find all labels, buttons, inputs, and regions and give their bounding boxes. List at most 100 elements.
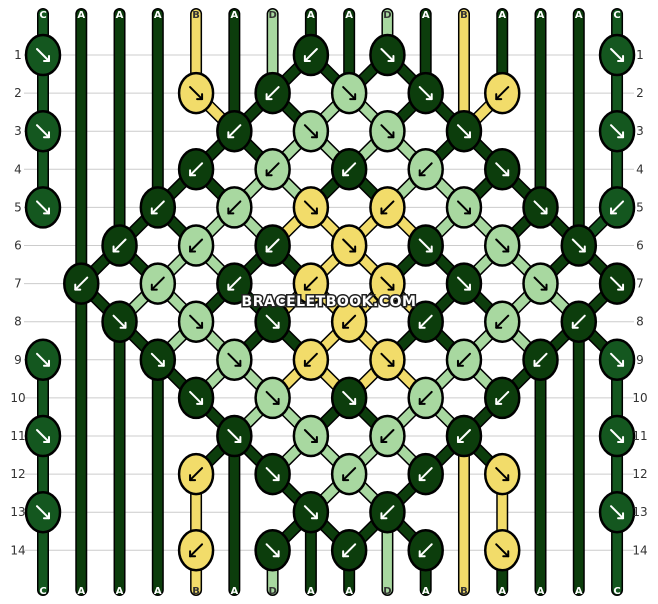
row-number-right: 5 [636,200,644,214]
row-number-right: 12 [632,467,647,481]
knot [24,414,62,458]
top-string-letter: A [345,10,353,21]
backward-knot-arrow-icon [189,467,204,482]
top-string-letter: A [537,10,545,21]
backward-knot-arrow-icon [571,314,586,329]
knot [254,71,291,115]
forward-knot-arrow-icon [265,390,280,405]
backward-knot-arrow-icon [342,467,357,482]
bottom-string-letter: A [230,586,238,597]
bottom-string-letter: A [575,586,583,597]
bottom-string-letter: D [268,586,276,597]
row-number-right: 7 [636,277,644,291]
backward-knot-arrow-icon [380,505,395,520]
knot [292,490,330,534]
knot [330,148,368,191]
knot [483,376,521,420]
knot [216,414,253,458]
forward-knot-arrow-icon [610,429,625,443]
forward-knot-arrow-icon [303,200,318,215]
knot [254,224,291,267]
forward-knot-arrow-icon [380,276,395,291]
knot [24,490,62,534]
forward-knot-arrow-icon [112,314,127,329]
knot [216,109,253,153]
bottom-string-letter: A [116,586,124,597]
backward-knot-arrow-icon [418,314,433,329]
forward-knot-arrow-icon [36,505,50,520]
backward-knot-arrow-icon [342,314,357,329]
forward-knot-arrow-icon [36,429,50,443]
row-number-left: 9 [14,353,22,367]
knot [598,33,636,77]
forward-knot-arrow-icon [456,124,471,139]
top-string-letter: A [575,10,583,21]
backward-knot-arrow-icon [265,162,280,177]
forward-knot-arrow-icon [227,352,242,367]
knot [330,376,368,420]
backward-knot-arrow-icon [265,238,280,253]
backward-knot-arrow-icon [495,86,510,101]
backward-knot-arrow-icon [189,543,204,558]
knot [369,186,406,229]
knot [292,33,330,77]
knot [216,338,253,382]
knot [101,300,138,343]
knot [445,262,483,305]
knot [369,338,406,382]
bottom-string-letter: A [307,586,315,597]
forward-knot-arrow-icon [610,352,625,367]
forward-knot-arrow-icon [610,505,625,520]
knot [445,338,483,382]
backward-knot-arrow-icon [227,276,242,291]
row-number-right: 4 [636,162,644,176]
backward-knot-arrow-icon [342,543,357,558]
bottom-string-letter: A [498,586,506,597]
bottom-string-letter: A [345,586,353,597]
knot [24,33,62,77]
row-number-right: 2 [636,86,644,100]
knot [254,529,291,572]
forward-knot-arrow-icon [265,543,280,558]
backward-knot-arrow-icon [303,352,318,367]
top-string-letter: A [154,10,162,21]
forward-knot-arrow-icon [456,200,471,215]
backward-knot-arrow-icon [150,200,165,215]
backward-knot-arrow-icon [227,124,242,139]
row-number-right: 1 [636,48,644,62]
backward-knot-arrow-icon [112,238,127,253]
knot [369,490,406,534]
knot [254,148,291,191]
forward-knot-arrow-icon [418,238,433,253]
forward-knot-arrow-icon [456,276,471,291]
knot [483,71,521,115]
forward-knot-arrow-icon [303,124,318,139]
knot [522,186,559,229]
backward-knot-arrow-icon [418,467,433,482]
forward-knot-arrow-icon [36,352,50,367]
knot [330,71,368,115]
backward-knot-arrow-icon [610,200,625,215]
row-number-left: 12 [10,467,25,481]
bottom-string-letter: B [192,586,200,597]
forward-knot-arrow-icon [533,200,548,215]
bottom-string-letter: A [537,586,545,597]
knot [598,338,636,382]
knot [330,300,368,343]
top-string-letter: C [613,10,620,21]
knot [483,300,521,343]
knot [598,186,636,229]
backward-knot-arrow-icon [495,390,510,405]
row-number-left: 13 [10,505,25,519]
backward-knot-arrow-icon [150,276,165,291]
bottom-string-letter: A [422,586,430,597]
knot [330,529,368,572]
row-number-left: 5 [14,200,22,214]
knot-nodes [24,33,636,572]
knot [369,414,406,458]
knot [407,376,444,420]
backward-knot-arrow-icon [74,276,89,291]
knot [177,300,215,343]
